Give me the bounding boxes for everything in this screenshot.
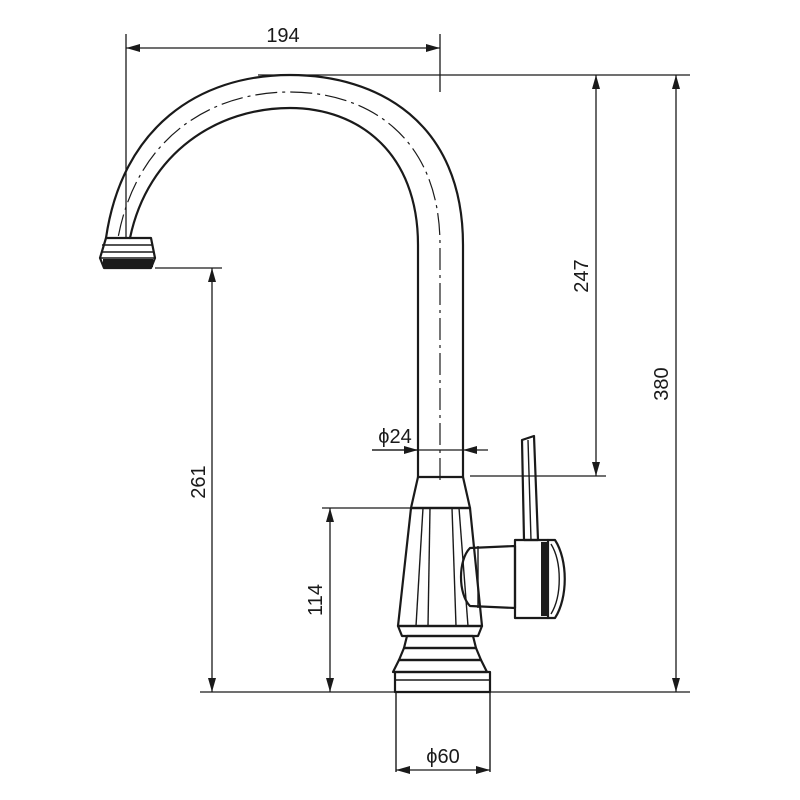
- lever-handle: [460, 434, 566, 620]
- dimension-lines: [126, 44, 680, 774]
- label-spout-reach: 194: [266, 25, 299, 47]
- label-outlet-height: 261: [188, 465, 210, 498]
- label-base-diameter: ϕ60: [426, 746, 459, 768]
- label-spout-diameter: ϕ24: [378, 426, 411, 448]
- dimension-labels: 194 247 380 261 114 ϕ24 ϕ60: [188, 25, 673, 768]
- label-total-height: 380: [651, 367, 673, 400]
- spout: [104, 73, 465, 480]
- label-spout-height: 247: [571, 259, 593, 292]
- faucet-base: [391, 624, 492, 772]
- label-body-height: 114: [305, 584, 327, 616]
- faucet-body: [396, 475, 484, 628]
- extension-lines: [125, 34, 690, 693]
- aerator: [98, 236, 157, 270]
